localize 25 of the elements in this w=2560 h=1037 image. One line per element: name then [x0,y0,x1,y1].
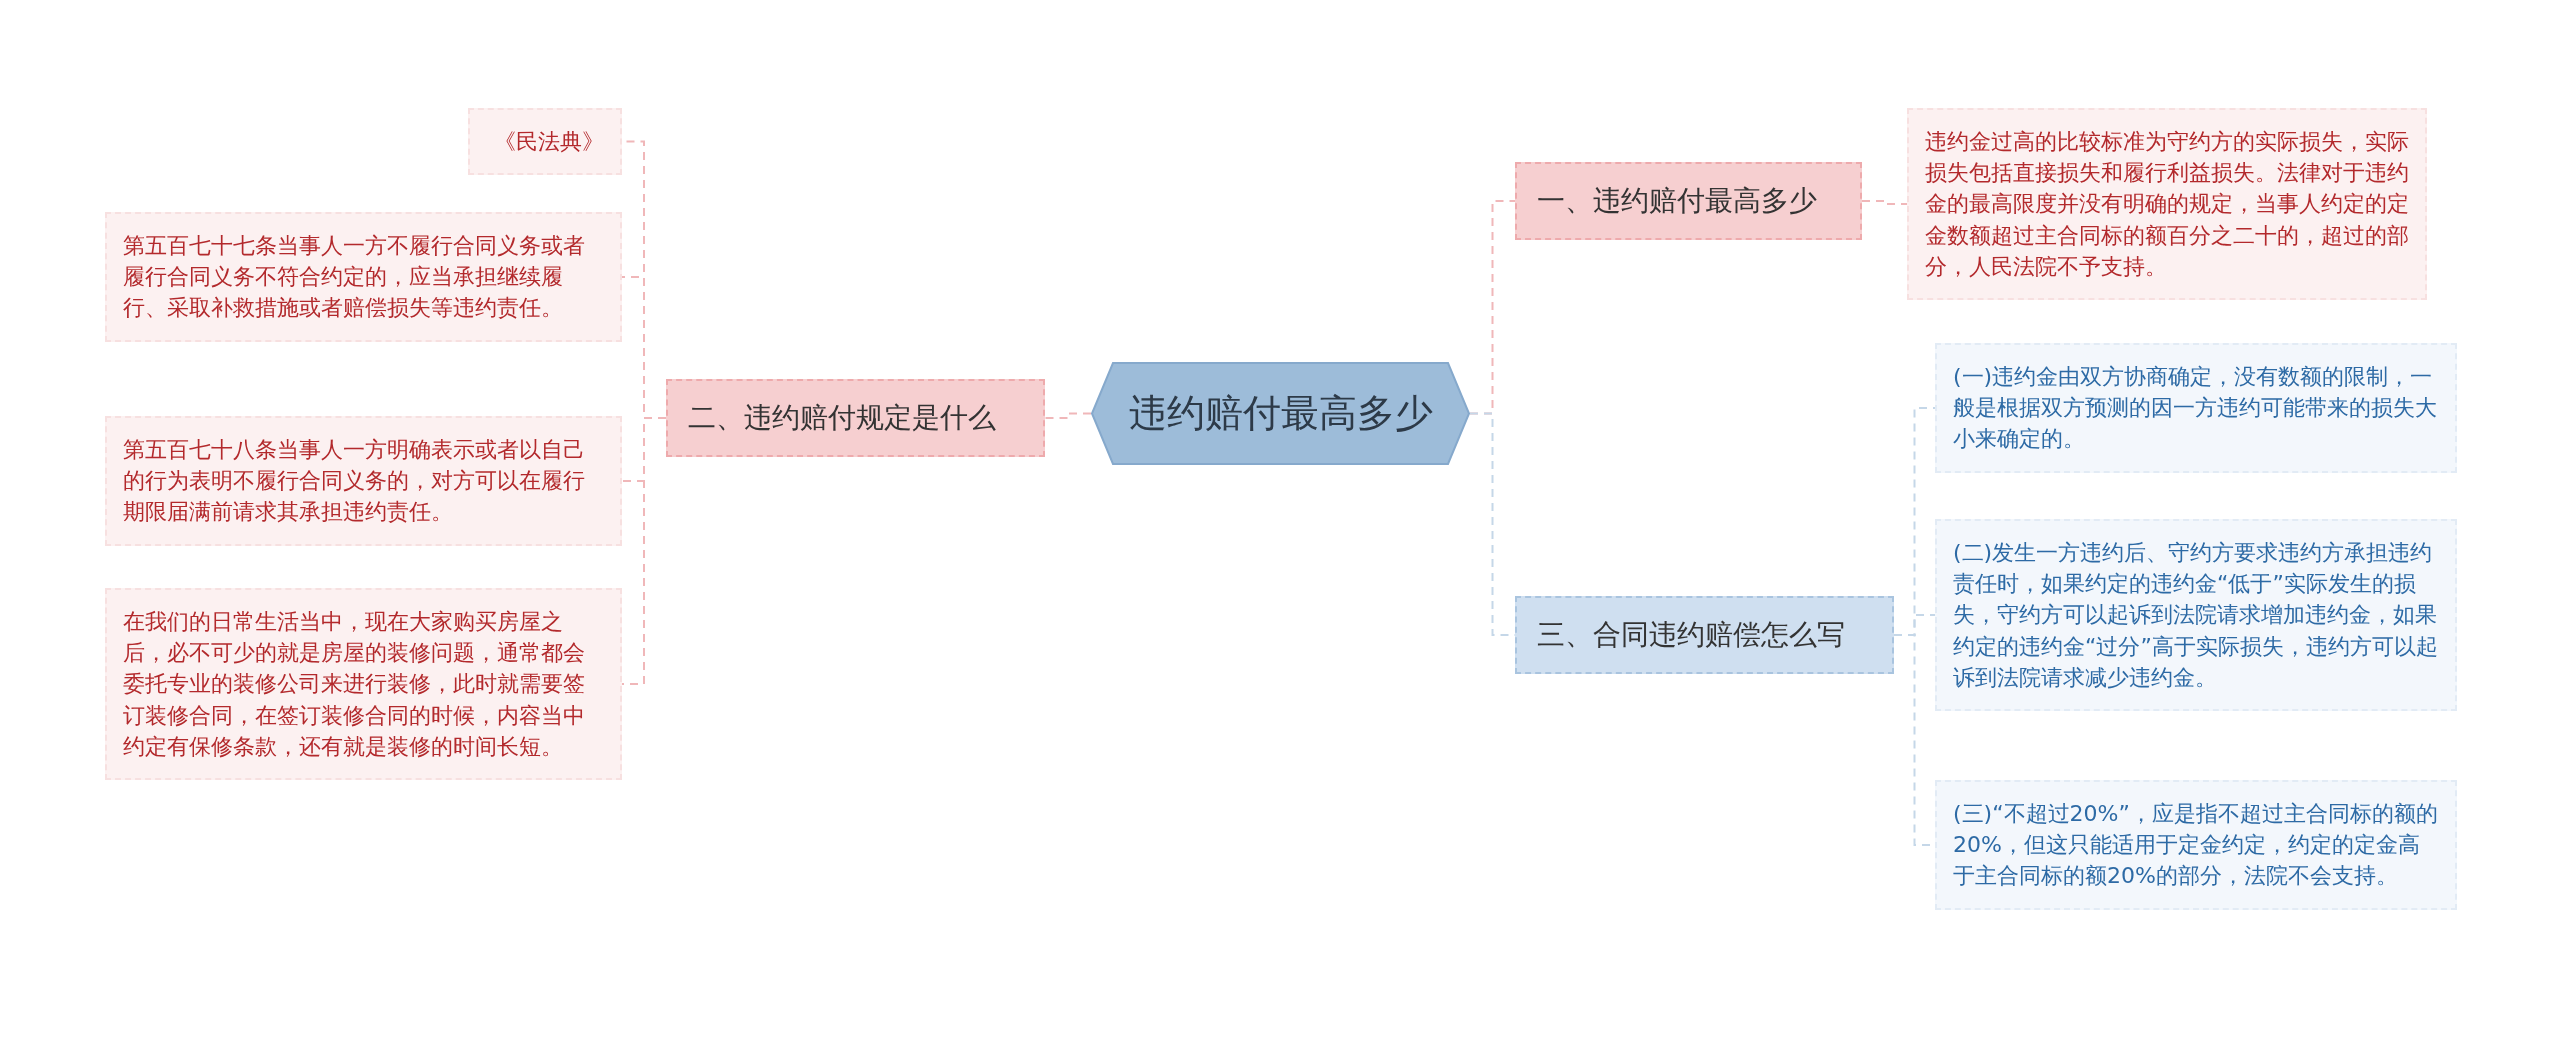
node-text: 三、合同违约赔偿怎么写 [1537,617,1846,653]
node-text: (三)“不超过20%”，应是指不超过主合同标的额的20%，但这只能适用于定金约定，约定的定金高于主合同标的额20%的部分，法院不会支持。 [1953,800,2439,891]
node-text: 《民法典》 [493,128,604,156]
note-box [105,212,622,342]
node-text: 违约金过高的比较标准为守约方的实际损失，实际损失包括直接损失和履行利益损失。法律对于违约金的最高限度并没有明确的规定，当事人约定的定金数额超过主合同标的额百分之二十的，超过的部分，人民法院不予支持。 [1925,128,2409,281]
node-text: 一、违约赔付最高多少 [1537,183,1818,219]
node-text: 第五百七十八条当事人一方明确表示或者以自己的行为表明不履行合同义务的，对方可以在履行期限届满前请求其承担违约责任。 [123,436,586,527]
note-box [1935,780,2457,910]
note-box [468,108,622,176]
topic-box [1515,162,1862,240]
topic-box [666,379,1045,457]
connector-line [1044,412,1092,419]
node-text: 第五百七十七条当事人一方不履行合同义务或者履行合同义务不符合约定的，应当承担继续履行、采取补救措施或者赔偿损失等违约责任。 [123,232,586,323]
note-box [1935,519,2457,712]
connector-line [1861,200,1908,205]
node-text: (二)发生一方违约后、守约方要求违约方承担违约责任时，如果约定的违约金“低于”实际发生的损失，守约方可以起诉到法院请求增加违约金，如果约定的违约金“过分”高于实际损失，违约方可以起诉到法院请求减少违约金。 [1953,539,2439,692]
topic-box [1515,596,1894,674]
node-text: 在我们的日常生活当中，现在大家购买房屋之后，必不可少的就是房屋的装修问题，通常都会委托专业的装修公司来进行装修，此时就需要签订装修合同，在签订装修合同的时候，内容当中约定有保修条款，还有就是装修的时间长短。 [123,608,586,761]
note-box [105,588,622,781]
central-topic: 违约赔付最高多少 [1128,390,1433,437]
note-box [1907,108,2427,301]
node-text: 二、违约赔付规定是什么 [688,400,997,436]
note-box [1935,343,2457,473]
node-text: (一)违约金由双方协商确定，没有数额的限制，一般是根据双方预测的因一方违约可能带来的损失大小来确定的。 [1953,363,2438,454]
note-box [105,416,622,546]
